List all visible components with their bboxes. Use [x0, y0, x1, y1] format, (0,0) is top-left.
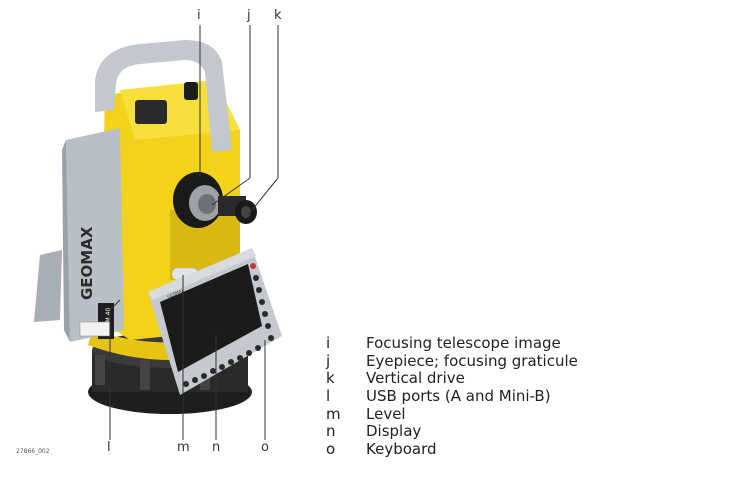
legend-key: i — [326, 334, 331, 352]
callout-i: i — [197, 8, 201, 23]
legend-key: n — [326, 422, 336, 441]
brand-label: GEOMAX — [78, 226, 96, 300]
carry-handle — [95, 40, 232, 152]
callout-o: o — [261, 440, 269, 455]
callout-j: j — [247, 8, 251, 23]
legend-row: l USB ports (A and Mini-B) — [326, 387, 578, 406]
callout-l: l — [107, 440, 111, 455]
legend-row: k Vertical drive — [326, 370, 578, 388]
legend-key: m — [326, 404, 341, 423]
legend-key: o — [326, 440, 336, 459]
legend-key: l — [326, 387, 331, 406]
legend-desc: Keyboard — [366, 440, 437, 459]
callout-n: n — [212, 440, 221, 455]
display-screen — [160, 264, 262, 372]
side-cover-left: GEOMAX ZOOM 40 — [34, 128, 124, 342]
callout-m: m — [177, 440, 190, 455]
leader-lines — [109, 25, 279, 440]
legend-desc: USB ports (A and Mini-B) — [366, 387, 551, 406]
telescope-eyepiece — [173, 172, 257, 228]
legend-row: o Keyboard — [326, 440, 578, 459]
control-panel: GEOMAX — [148, 248, 282, 395]
legend-desc: Level — [366, 404, 406, 423]
legend-row: i Focusing telescope image — [326, 334, 578, 353]
callout-k: k — [274, 8, 282, 23]
svg-text:GEOMAX: GEOMAX — [167, 288, 186, 299]
legend-desc: Display — [366, 422, 422, 441]
legend-row: m Level — [326, 404, 578, 424]
legend-row: n Display — [326, 423, 578, 441]
keyboard-keys-bottom — [183, 345, 261, 387]
legend-row: j Eyepiece; focusing graticule — [326, 351, 578, 371]
legend-desc: Eyepiece; focusing graticule — [366, 351, 578, 370]
legend-key: k — [326, 369, 335, 388]
legend: i Focusing telescope image j Eyepiece; foc… — [326, 334, 578, 459]
legend-key: j — [326, 351, 331, 370]
keyboard-keys-right — [250, 263, 274, 341]
legend-desc: Focusing telescope image — [366, 334, 561, 352]
figure-id: 27866_002 — [16, 448, 50, 455]
legend-desc: Vertical drive — [366, 369, 465, 388]
